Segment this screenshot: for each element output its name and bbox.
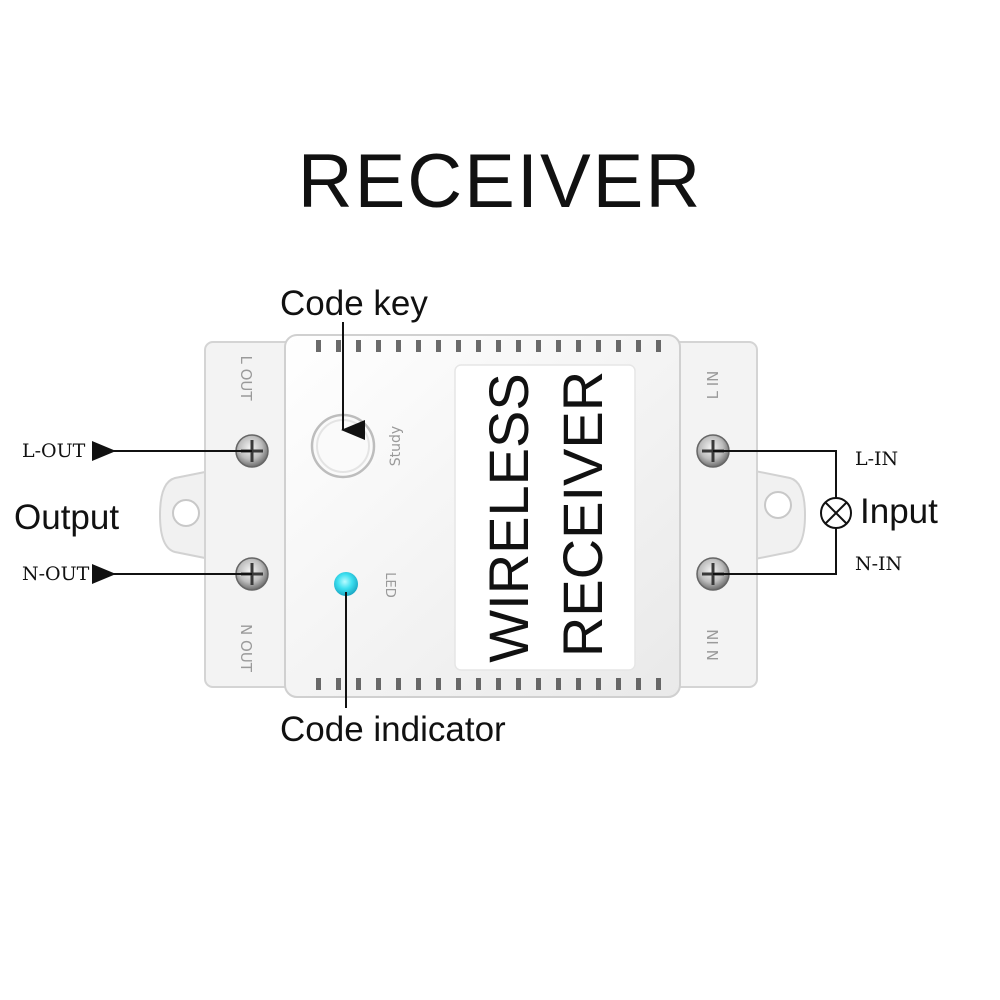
device-label-wireless: WIRELESS bbox=[477, 373, 540, 662]
bottom-vents bbox=[316, 678, 661, 690]
left-mounting-ear bbox=[158, 468, 216, 562]
l-out-label: L-OUT bbox=[22, 440, 86, 462]
code-indicator-callout: Code indicator bbox=[280, 710, 506, 749]
page-title: RECEIVER bbox=[297, 139, 703, 224]
label-panel bbox=[454, 364, 636, 671]
device-label-receiver: RECEIVER bbox=[551, 371, 614, 657]
n-in-label: N-IN bbox=[855, 553, 903, 575]
lamp-icon bbox=[820, 497, 852, 529]
l-in-label: L-IN bbox=[855, 448, 899, 470]
left-bottom-mark: N OUT bbox=[237, 624, 255, 673]
input-callout: Input bbox=[860, 492, 938, 531]
right-mounting-ear bbox=[749, 468, 807, 562]
output-callout: Output bbox=[14, 498, 120, 537]
top-vents bbox=[316, 340, 661, 352]
led-label: LED bbox=[382, 572, 397, 597]
right-bottom-mark: N IN bbox=[704, 629, 722, 661]
right-top-mark: L IN bbox=[704, 371, 722, 400]
study-label: Study bbox=[388, 426, 404, 466]
input-wiring bbox=[713, 450, 837, 575]
n-out-label: N-OUT bbox=[22, 563, 90, 585]
left-top-mark: L OUT bbox=[237, 355, 255, 401]
code-key-callout: Code key bbox=[280, 284, 428, 323]
code-indicator-led bbox=[334, 572, 358, 596]
